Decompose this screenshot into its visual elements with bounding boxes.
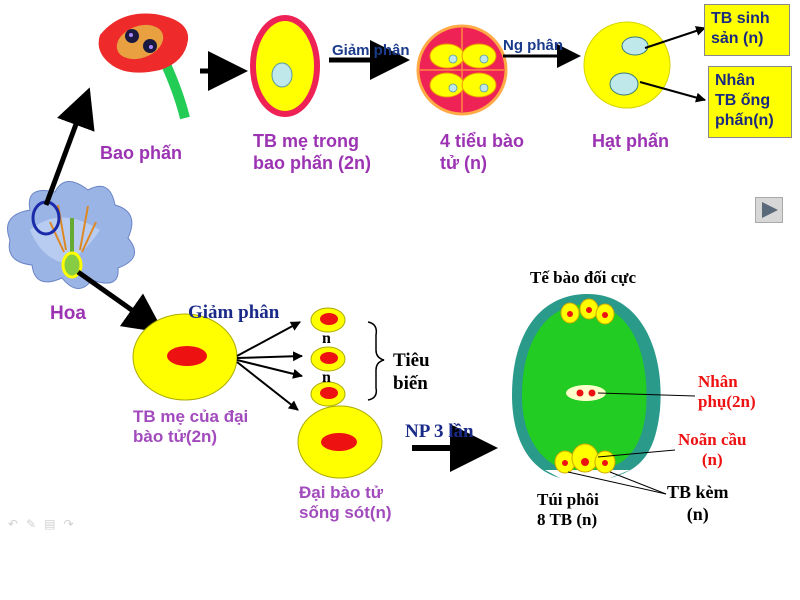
label-egg-cell-line1: Noãn cầu	[678, 430, 747, 449]
box-generative-cell-line2: sản (n)	[711, 30, 764, 47]
label-microspores: 4 tiểu bào tử (n)	[440, 131, 524, 174]
menu-icon[interactable]: ▤	[44, 517, 56, 531]
meiosis-branch-arrows	[236, 321, 303, 411]
top-flow-arrows	[200, 26, 706, 103]
label-synergids-line2: (n)	[686, 503, 709, 524]
slideshow-toolbar: ↶ ✎ ▤ ↷	[8, 517, 74, 531]
label-synergids-line1: TB kèm	[667, 482, 729, 502]
label-polar-nuclei-line1: Nhân	[698, 372, 738, 391]
arrow-flower-to-anther	[43, 87, 95, 206]
label-flower: Hoa	[50, 303, 86, 324]
box-tube-nucleus: Nhân TB ống phấn(n)	[708, 66, 792, 138]
next-slide-button[interactable]	[755, 197, 783, 223]
label-embryo-sac-line2: 8 TB (n)	[537, 510, 598, 530]
label-surviving-megaspore: Đại bào tử sống sót(n)	[299, 483, 392, 524]
box-tube-nucleus-line3: phấn(n)	[715, 112, 774, 129]
embryo-sac	[512, 293, 661, 478]
label-pollen-grain: Hạt phấn	[592, 131, 670, 151]
label-anther: Bao phấn	[100, 143, 183, 163]
label-synergids: TB kèm (n)	[667, 482, 729, 525]
label-meiosis-bottom: Giảm phân	[188, 302, 280, 323]
back-arrow-icon[interactable]: ↶	[8, 517, 19, 531]
box-tube-nucleus-line1: Nhân	[715, 72, 755, 89]
box-generative-cell: TB sinh sản (n)	[704, 4, 790, 56]
pollen-grain	[583, 21, 671, 109]
label-polar-nuclei-line2: phụ(2n)	[698, 392, 756, 412]
label-antipodal-cells: Tế bào đối cực	[530, 268, 637, 287]
label-megaspore-mother-cell: TB mẹ của đại bào tử(2n)	[133, 407, 248, 448]
label-embryo-sac-line1: Túi phôi	[537, 490, 599, 509]
box-tube-nucleus-line2: TB ống	[715, 92, 771, 109]
label-degenerate-line1: Tiêu	[393, 350, 430, 371]
label-anther-mother-cell-line1: TB mẹ trong	[253, 131, 359, 151]
forward-arrow-icon[interactable]: ↷	[63, 517, 74, 531]
label-surviving-megaspore-line2: sống sót(n)	[299, 503, 392, 523]
pen-icon[interactable]: ✎	[26, 517, 37, 531]
label-egg-cell: Noãn cầu (n)	[678, 430, 746, 471]
label-surviving-megaspore-line1: Đại bào tử	[299, 483, 384, 502]
label-degenerate-line2: biến	[393, 372, 428, 394]
degenerated-megaspores	[310, 307, 346, 407]
box-generative-cell-line1: TB sinh	[711, 10, 770, 27]
flower-illustration	[7, 181, 136, 289]
microspore-tetrad	[416, 24, 508, 116]
degeneration-brace	[367, 321, 385, 401]
label-mitosis-top: Ng phân	[503, 37, 563, 54]
label-mitosis-3x: NP 3 lần	[405, 421, 474, 442]
anther-illustration	[98, 13, 190, 120]
label-embryo-sac: Túi phôi 8 TB (n)	[537, 490, 599, 531]
embryo-sac-pointers	[567, 392, 696, 495]
label-haploid-1: n	[322, 330, 331, 347]
label-megaspore-mother-cell-line1: TB mẹ của đại	[133, 407, 249, 426]
label-anther-mother-cell-line2: bao phấn (2n)	[253, 152, 371, 173]
next-slide-icon	[762, 202, 778, 218]
label-polar-nuclei: Nhân phụ(2n)	[698, 372, 756, 413]
label-egg-cell-line2: (n)	[701, 450, 723, 470]
label-anther-mother-cell: TB mẹ trong bao phấn (2n)	[253, 131, 371, 174]
label-haploid-2: n	[322, 369, 331, 386]
label-degenerate: Tiêu biến	[393, 350, 430, 396]
label-microspores-line2: tử (n)	[440, 152, 488, 173]
label-megaspore-mother-cell-line2: bào tử(2n)	[133, 427, 218, 447]
arrow-flower-to-ovule	[76, 269, 165, 333]
label-meiosis-top: Giảm phân	[332, 42, 410, 59]
label-microspores-line1: 4 tiểu bào	[440, 131, 525, 151]
